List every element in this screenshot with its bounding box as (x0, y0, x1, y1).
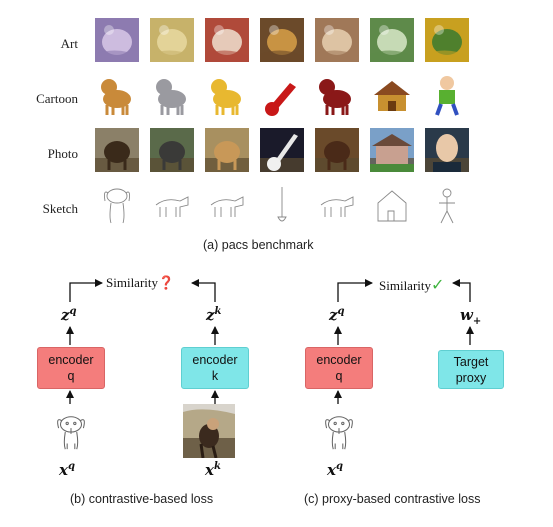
x-q-sup-b: q (67, 461, 75, 472)
proxy-line1-c: Target (453, 354, 489, 369)
thumb-photo-elephant (150, 128, 194, 172)
thumb-sketch-dog (95, 183, 139, 227)
thumb-sketch-giraffe (205, 183, 249, 227)
sketch-dog-input-b (50, 410, 92, 454)
encoder-q-line2-b: q (67, 369, 75, 383)
thumb-cartoon-guitar (260, 73, 304, 117)
caption-c: (c) proxy-based contrastive loss (304, 492, 481, 506)
encoder-q-line2-c: q (335, 369, 343, 383)
x-q-sup-c: q (335, 461, 343, 472)
x-k-label-b: xk (205, 461, 221, 479)
z-k-label-b: zk (206, 306, 221, 324)
encoder-k-line1-b: encoder (192, 353, 238, 367)
x-k-base-b: x (205, 461, 214, 479)
thumb-photo-dog (95, 128, 139, 172)
thumb-art-elephant (150, 18, 194, 62)
z-q-base-b: z (61, 306, 70, 324)
thumb-photo-person (425, 128, 469, 172)
encoder-q-box-c: encoder q (305, 347, 373, 389)
x-q-label-c: xq (327, 461, 343, 479)
question-mark-icon: ❓ (158, 276, 175, 291)
thumb-cartoon-elephant (150, 73, 194, 117)
row-label-sketch: Sketch (42, 201, 78, 216)
thumb-art-giraffe (205, 18, 249, 62)
thumb-art-horse (315, 18, 359, 62)
thumb-cartoon-house (370, 73, 414, 117)
thumb-sketch-elephant (150, 183, 194, 227)
thumb-sketch-horse (315, 183, 359, 227)
x-q-label-b: xq (59, 461, 75, 479)
similarity-text-c: Similarity (379, 278, 431, 293)
arrow-zk-to-similarity-b (191, 279, 216, 302)
thumb-art-guitar (260, 18, 304, 62)
thumb-art-person (425, 18, 469, 62)
thumb-cartoon-dog (95, 73, 139, 117)
thumb-photo-guitar (260, 128, 304, 172)
w-sub-c: + (472, 316, 482, 327)
thumb-art-dog (95, 18, 139, 62)
thumb-photo-giraffe (205, 128, 249, 172)
z-q-label-c: zq (329, 306, 345, 324)
encoder-k-line2-b: k (211, 369, 219, 383)
caption-b: (b) contrastive-based loss (70, 492, 214, 506)
x-q-base-b: x (59, 461, 68, 479)
x-k-sup-b: k (213, 461, 221, 472)
thumb-sketch-guitar (260, 183, 304, 227)
z-q-base-c: z (329, 306, 338, 324)
arrow-zq-to-similarity-b (69, 279, 103, 302)
encoder-q-line1-c: encoder (316, 353, 362, 367)
thumb-art-house (370, 18, 414, 62)
z-k-sup-b: k (214, 306, 222, 317)
photo-dog-input-b (183, 404, 235, 459)
row-label-art: Art (60, 36, 78, 51)
row-label-cartoon: Cartoon (36, 91, 78, 106)
arrow-zq-to-similarity-c (337, 279, 373, 302)
thumb-sketch-person (425, 183, 469, 227)
z-q-sup-c: q (337, 306, 345, 317)
encoder-q-line1-b: encoder (48, 353, 94, 367)
encoder-q-box-b: encoder q (37, 347, 105, 389)
z-q-sup-b: q (69, 306, 77, 317)
z-k-base-b: z (206, 306, 215, 324)
check-mark-icon: ✓ (431, 275, 445, 294)
row-label-photo: Photo (47, 146, 78, 161)
similarity-label-c: Similarity✓ (379, 275, 444, 294)
proxy-line2-c: proxy (455, 370, 487, 385)
thumb-cartoon-person (425, 73, 469, 117)
w-base-c: w (460, 306, 473, 324)
thumb-photo-horse (315, 128, 359, 172)
similarity-text-b: Similarity (106, 275, 158, 290)
arrow-w-to-similarity-c (452, 279, 471, 302)
encoder-k-box-b: encoder k (181, 347, 249, 389)
thumb-cartoon-horse (315, 73, 359, 117)
thumb-photo-house (370, 128, 414, 172)
z-q-label-b: zq (61, 306, 77, 324)
x-q-base-c: x (327, 461, 336, 479)
thumb-sketch-house (370, 183, 414, 227)
similarity-label-b: Similarity❓ (106, 275, 174, 291)
caption-a: (a) pacs benchmark (203, 238, 314, 252)
sketch-dog-input-c (318, 410, 360, 454)
w-plus-label-c: w+ (460, 306, 481, 327)
thumb-cartoon-giraffe (205, 73, 249, 117)
